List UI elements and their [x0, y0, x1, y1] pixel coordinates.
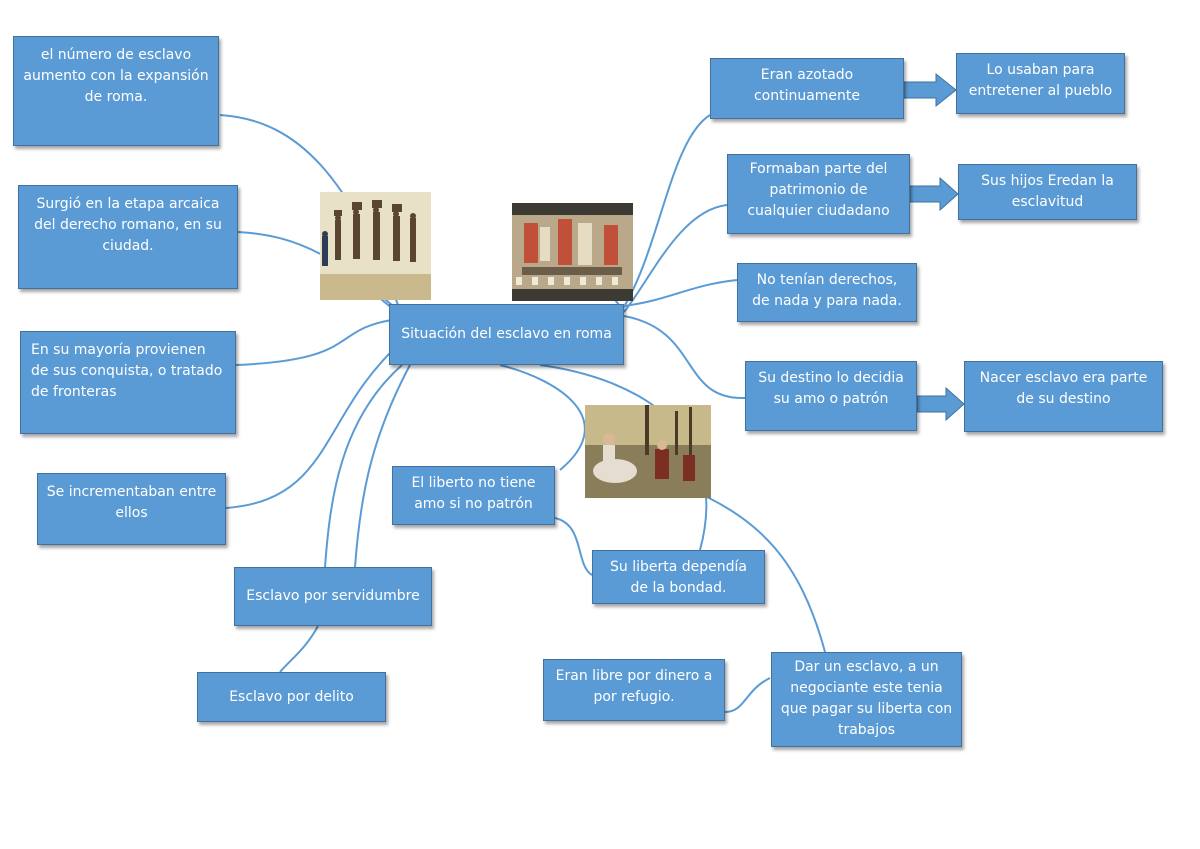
node-increase: Se incrementaban entre ellos [37, 473, 226, 545]
roman-mosaic-image [512, 203, 633, 301]
node-crime-label: Esclavo por delito [229, 688, 354, 705]
node-merchant-label: Dar un esclavo, a un negociante este ten… [780, 659, 953, 738]
node-entertain: Lo usaban para entretener al pueblo [956, 53, 1125, 114]
node-patrimony: Formaban parte del patrimonio de cualqui… [727, 154, 910, 234]
node-born-slave: Nacer esclavo era parte de su destino [964, 361, 1163, 432]
node-increase-label: Se incrementaban entre ellos [46, 484, 217, 521]
central-topic-label: Situación del esclavo en roma [401, 326, 612, 342]
node-origin-label: Surgió en la etapa arcaica del derecho r… [34, 196, 222, 254]
node-provenance: En su mayoría provienen de sus conquista… [20, 331, 236, 434]
node-rights: No tenían derechos, de nada y para nada. [737, 263, 917, 322]
connector-n7-n8 [554, 517, 593, 576]
connector-central-n7 [499, 364, 586, 471]
connector-central-r3 [623, 279, 738, 307]
node-servitude: Esclavo por servidumbre [234, 567, 432, 626]
connector-n9-n10 [724, 677, 771, 713]
node-rights-label: No tenían derechos, de nada y para nada. [752, 272, 902, 309]
block-arrow-r4 [916, 386, 965, 422]
node-expansion: el número de esclavo aumento con la expa… [13, 36, 219, 146]
central-topic: Situación del esclavo en roma [389, 304, 624, 365]
connector-central-n4 [225, 347, 396, 509]
block-arrow-r1 [903, 72, 957, 108]
connector-n10-painting [691, 489, 826, 653]
node-born-slave-label: Nacer esclavo era parte de su destino [979, 370, 1148, 407]
node-crime: Esclavo por delito [197, 672, 386, 722]
node-merchant: Dar un esclavo, a un negociante este ten… [771, 652, 962, 747]
node-destiny: Su destino lo decidia su amo o patrón [745, 361, 917, 431]
node-kindness-label: Su liberta dependía de la bondad. [610, 559, 747, 596]
connector-n5-n6 [279, 625, 319, 673]
connector-central-n5b [354, 364, 411, 568]
node-destiny-label: Su destino lo decidia su amo o patrón [758, 370, 904, 407]
connector-central-r1 [621, 114, 711, 311]
node-money-label: Eran libre por dinero a por refugio. [555, 668, 713, 705]
node-expansion-label: el número de esclavo aumento con la expa… [23, 47, 209, 105]
connector-central-n5a [324, 364, 403, 568]
node-freedman-label: El liberto no tiene amo si no patrón [411, 475, 536, 512]
node-freedman: El liberto no tiene amo si no patrón [392, 466, 555, 525]
connector-central-r2 [623, 204, 728, 313]
node-whipped-label: Eran azotado continuamente [753, 67, 861, 104]
node-provenance-label: En su mayoría provienen de sus conquista… [31, 342, 223, 400]
node-servitude-label: Esclavo por servidumbre [246, 588, 420, 604]
node-inherit: Sus hijos Eredan la esclavitud [958, 164, 1137, 220]
node-kindness: Su liberta dependía de la bondad. [592, 550, 765, 604]
connector-central-r4 [623, 315, 746, 400]
node-origin: Surgió en la etapa arcaica del derecho r… [18, 185, 238, 289]
slaves-carrying-baskets-image [320, 192, 431, 300]
node-whipped: Eran azotado continuamente [710, 58, 904, 119]
node-inherit-label: Sus hijos Eredan la esclavitud [981, 173, 1114, 210]
node-entertain-label: Lo usaban para entretener al pueblo [968, 62, 1113, 99]
node-money: Eran libre por dinero a por refugio. [543, 659, 725, 721]
connector-central-n3 [235, 319, 393, 366]
block-arrow-r2 [909, 176, 959, 212]
roman-painting-image [585, 405, 711, 498]
node-patrimony-label: Formaban parte del patrimonio de cualqui… [747, 161, 890, 219]
